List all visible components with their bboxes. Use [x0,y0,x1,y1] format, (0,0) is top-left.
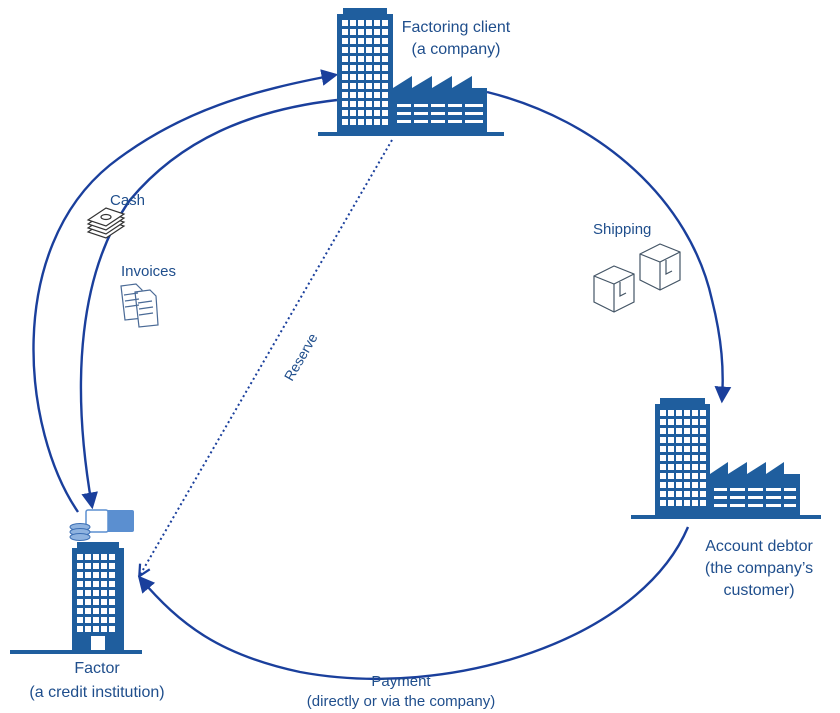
factoring-client-label-line2: (a company) [412,41,501,58]
payment-label-line1: Payment [371,673,431,690]
factoring-client-label-line1: Factoring client [402,19,511,36]
cash-stack-icon [86,207,126,239]
payment-arrow [137,526,690,680]
reserve-arrow [140,139,393,575]
factor-label-line2: (a credit institution) [29,684,164,701]
shipping-box-icon [593,243,681,313]
account-debtor-label-line3: customer) [723,582,794,599]
invoices-arrow [79,98,338,510]
account-debtor-label-line1: Account debtor [705,538,813,555]
factoring-client-building-icon [318,8,504,136]
factor-label-line1: Factor [74,660,120,677]
account-debtor-building-icon [631,398,821,519]
shipping-label: Shipping [593,221,651,238]
cash-label: Cash [110,192,145,209]
invoice-documents-icon [120,283,159,328]
factor-bank-building-icon [10,542,142,654]
account-debtor-label-line2: (the company’s [705,560,813,577]
reserve-label: Reserve [281,330,321,383]
shipping-arrow [486,90,732,404]
money-coins-icon [69,509,134,541]
payment-label-line2: (directly or via the company) [307,693,495,710]
cash-arrow [32,69,339,513]
invoices-label: Invoices [121,263,176,280]
